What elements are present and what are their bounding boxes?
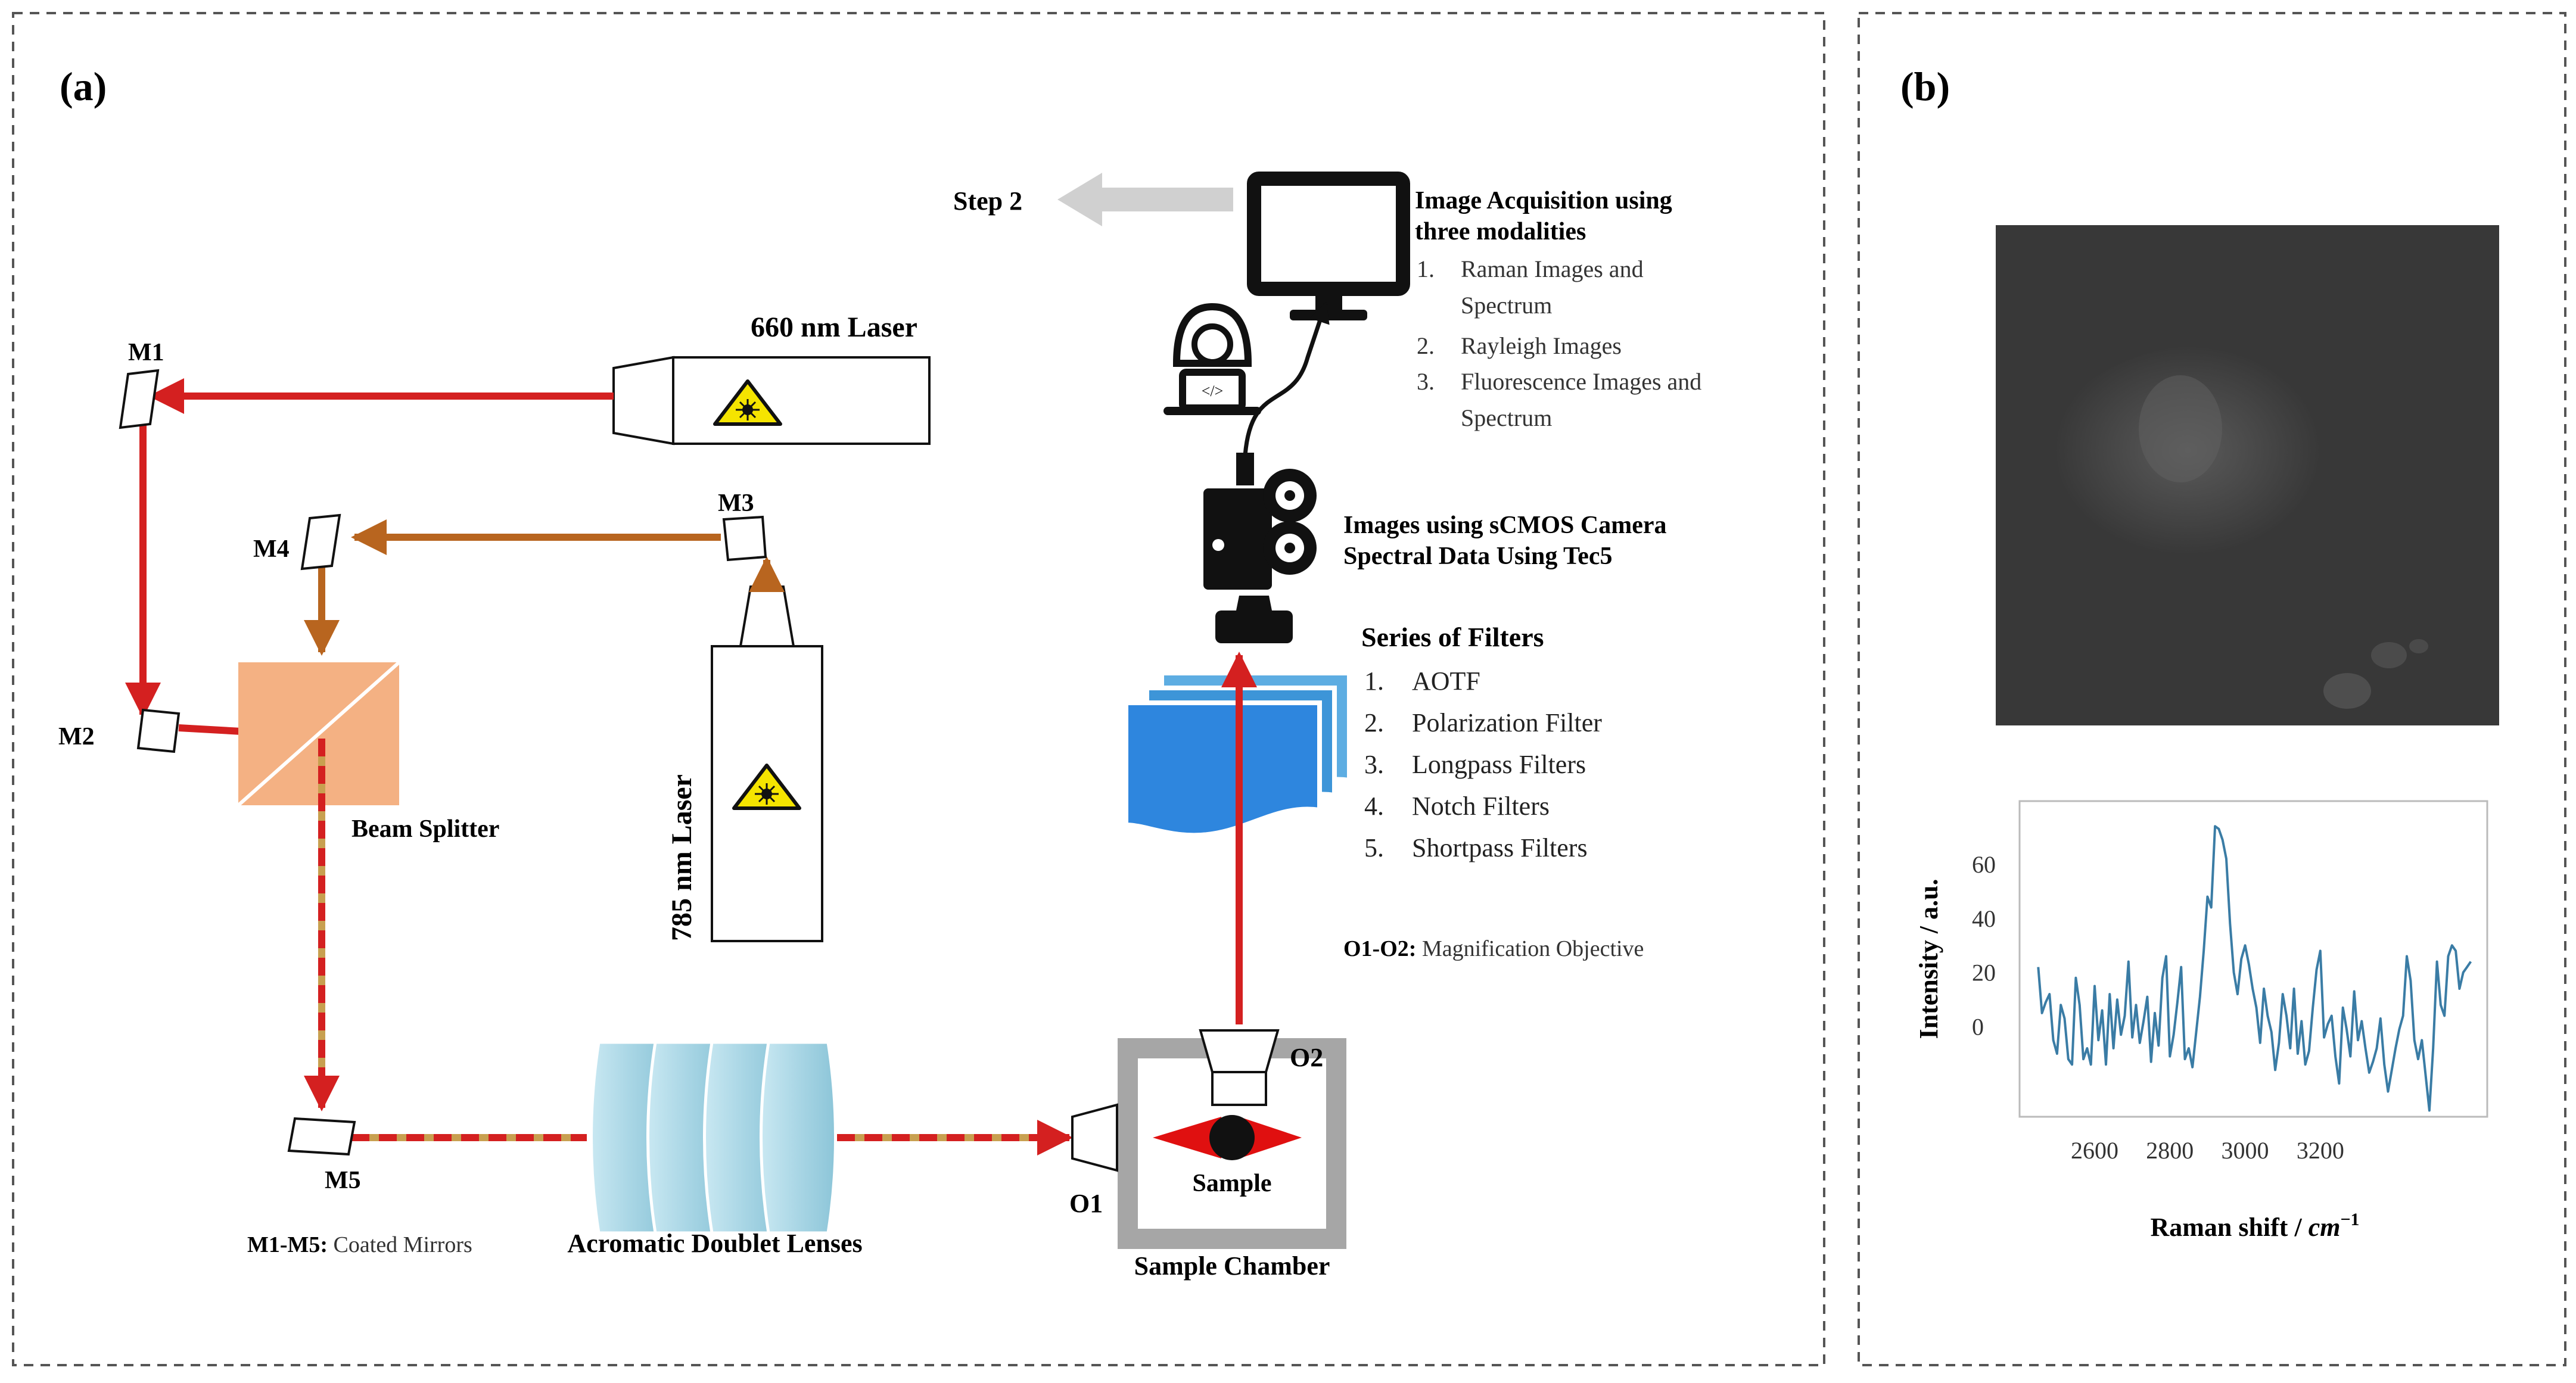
o1-label: O1: [1069, 1189, 1103, 1218]
acq-item-1-num: 1.: [1417, 256, 1435, 282]
chart-xlabel: Raman shift / cm−1: [2150, 1210, 2359, 1242]
acq-item-1-line1: Raman Images and: [1461, 256, 1644, 282]
mirror-m4-label: M4: [253, 535, 290, 563]
mirror-legend-text: Coated Mirrors: [328, 1232, 472, 1257]
acromatic-lenses: [590, 1041, 837, 1235]
acq-item-2-num: 2.: [1417, 332, 1435, 359]
filter-2-num: 2.: [1364, 708, 1384, 737]
mirror-m5: [287, 1117, 356, 1156]
acq-item-3-line1: Fluorescence Images and: [1461, 368, 1701, 395]
objective-o1: [1071, 1103, 1118, 1172]
data-flow-arrow: [1243, 301, 1330, 456]
y-tick-label: 60: [1972, 851, 1996, 878]
sample-label: Sample: [1192, 1170, 1271, 1197]
camera-text-1: Images using sCMOS Camera: [1343, 512, 1667, 539]
objective-legend-text: Magnification Objective: [1416, 936, 1644, 961]
filter-4-num: 4.: [1364, 792, 1384, 821]
filter-1-text: AOTF: [1412, 666, 1480, 696]
mirror-m3-label: M3: [718, 490, 754, 517]
y-tick-label: 0: [1972, 1014, 1984, 1041]
filter-5-text: Shortpass Filters: [1412, 833, 1588, 862]
x-tick-label: 3000: [2222, 1137, 2269, 1164]
o2-label: O2: [1290, 1043, 1323, 1072]
acq-item-3-line2: Spectrum: [1461, 404, 1552, 431]
objective-legend: O1-O2: Magnification Objective: [1343, 936, 1644, 961]
mirror-m3: [722, 515, 767, 562]
camera-icon: [1203, 453, 1317, 643]
mirror-m5-label: M5: [325, 1167, 361, 1194]
panel-b-label: (b): [1900, 64, 1950, 109]
mirror-legend: M1-M5: Coated Mirrors: [247, 1232, 472, 1257]
camera-text-2: Spectral Data Using Tec5: [1343, 543, 1613, 570]
laser-785: [711, 585, 823, 942]
laser-660-label: 660 nm Laser: [751, 312, 917, 343]
lenses-label: Acromatic Doublet Lenses: [567, 1229, 862, 1258]
laser-660: [612, 356, 931, 446]
acq-item-2-line1: Rayleigh Images: [1461, 332, 1622, 359]
filter-3-num: 3.: [1364, 750, 1384, 779]
y-tick-label: 40: [1972, 905, 1996, 932]
filter-stack-icon: [1124, 671, 1352, 838]
monitor-icon: [1247, 172, 1410, 320]
laser-hazard-icon: [732, 764, 801, 810]
panel-b-border: [1858, 12, 2566, 1366]
filter-4-text: Notch Filters: [1412, 792, 1550, 821]
acquisition-title-1: Image Acquisition using: [1415, 187, 1672, 214]
step2-label: Step 2: [953, 186, 1022, 216]
raman-spectrum-chart: 2600 2800 3000 3200 0 20 40 60: [1972, 800, 2488, 1164]
svg-text:</>: </>: [1202, 382, 1224, 400]
spectrum-series-line: [2037, 825, 2472, 1112]
filter-2-text: Polarization Filter: [1412, 708, 1602, 737]
filter-1-num: 1.: [1364, 666, 1384, 696]
panel-a-border: [12, 12, 1825, 1366]
step2-arrow: [1057, 173, 1233, 226]
sample-chamber-label: Sample Chamber: [1134, 1251, 1330, 1281]
user-coder-icon: </>: [1163, 303, 1261, 415]
y-tick-label: 20: [1972, 960, 1996, 986]
mirror-legend-bold: M1-M5:: [247, 1232, 328, 1257]
beam-splitter-label: Beam Splitter: [351, 815, 499, 843]
filters-title: Series of Filters: [1361, 622, 1544, 652]
acq-item-1-line2: Spectrum: [1461, 292, 1552, 319]
fluorescence-image: [1996, 225, 2499, 725]
laser-785-label: 785 nm Laser: [666, 774, 698, 941]
x-tick-label: 2600: [2071, 1137, 2118, 1164]
filter-5-num: 5.: [1364, 833, 1384, 862]
chart-frame: [2018, 800, 2488, 1118]
chart-xlabel-prefix: Raman shift /: [2150, 1213, 2308, 1242]
chart-xlabel-unit: cm: [2309, 1213, 2341, 1242]
x-tick-label: 3200: [2297, 1137, 2344, 1164]
panel-a-label: (a): [60, 64, 107, 109]
mirror-m4: [300, 513, 341, 571]
mirror-m2-label: M2: [58, 723, 95, 750]
filter-3-text: Longpass Filters: [1412, 750, 1586, 779]
objective-legend-bold: O1-O2:: [1343, 936, 1416, 961]
mirror-m1: [119, 369, 160, 429]
laser-hazard-icon: [713, 379, 782, 426]
mirror-m1-label: M1: [128, 339, 164, 366]
filters-list: 1. AOTF 2. Polarization Filter 3. Longpa…: [1364, 666, 1602, 862]
x-tick-label: 2800: [2146, 1137, 2194, 1164]
acq-item-3-num: 3.: [1417, 368, 1435, 395]
objective-o2: [1199, 1029, 1280, 1106]
chart-ylabel: Intensity / a.u.: [1914, 879, 1943, 1039]
mirror-m2: [136, 708, 181, 753]
chart-xlabel-sup: −1: [2340, 1210, 2359, 1229]
acquisition-title-2: three modalities: [1415, 218, 1586, 245]
